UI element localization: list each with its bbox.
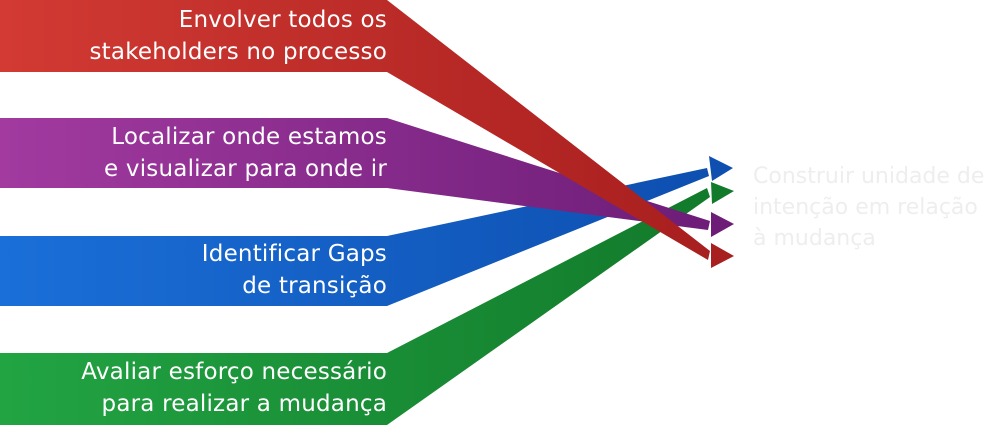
- label-line: para realizar a mudança: [101, 391, 387, 417]
- band-avaliar-esforco: [0, 182, 734, 425]
- band-shape-red: [0, 0, 710, 260]
- label-envolver-stakeholders: Envolver todos os stakeholders no proces…: [7, 4, 387, 68]
- band-envolver: [0, 0, 734, 268]
- label-line: Identificar Gaps: [201, 241, 387, 267]
- outcome-line: Construir unidade de: [753, 164, 985, 189]
- label-line: Localizar onde estamos: [111, 124, 387, 150]
- arrowhead-green: [711, 182, 734, 204]
- label-line: e visualizar para onde ir: [104, 156, 387, 182]
- band-shape-blue: [0, 168, 709, 306]
- label-identificar-gaps: Identificar Gaps de transição: [7, 238, 387, 302]
- label-line: Avaliar esforço necessário: [81, 359, 387, 385]
- band-shape-purple: [0, 118, 710, 230]
- label-line: Envolver todos os: [178, 7, 387, 33]
- label-line: de transição: [242, 273, 387, 299]
- label-localizar-onde-estamos: Localizar onde estamos e visualizar para…: [7, 121, 387, 185]
- band-shape-green: [0, 188, 710, 425]
- band-localizar: [0, 118, 734, 237]
- label-avaliar-esforco: Avaliar esforço necessário para realizar…: [7, 356, 387, 420]
- band-identificar-gaps: [0, 156, 733, 306]
- outcome-text: Construir unidade de intenção em relação…: [753, 161, 993, 254]
- label-line: stakeholders no processo: [89, 39, 387, 65]
- arrowhead-purple: [711, 212, 734, 237]
- arrowhead-red: [711, 243, 734, 268]
- arrowhead-blue: [709, 156, 733, 181]
- outcome-line: à mudança: [753, 226, 876, 251]
- outcome-line: intenção em relação: [753, 195, 978, 220]
